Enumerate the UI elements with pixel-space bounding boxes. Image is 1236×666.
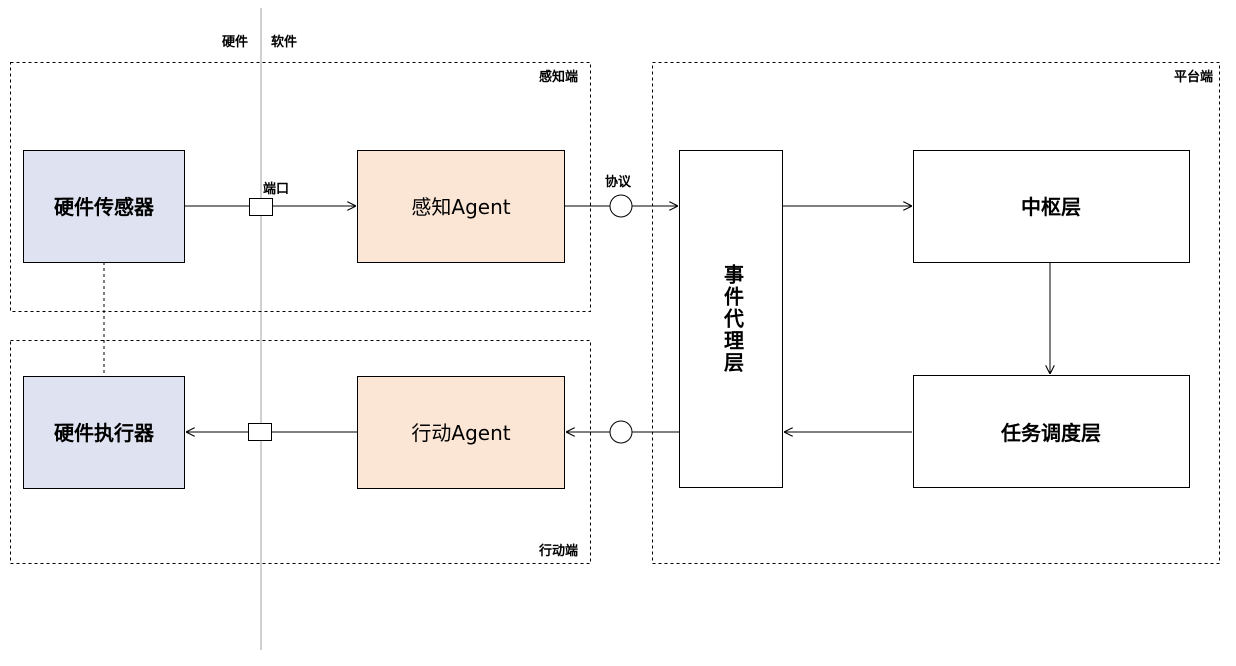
event-proxy-layer-box <box>679 150 783 488</box>
action-agent-box <box>357 376 565 489</box>
hub-layer-box <box>913 150 1190 263</box>
software-label: 软件 <box>271 34 297 50</box>
hardware-sensor-label: 硬件传感器 <box>54 195 155 219</box>
hardware-actuator-label: 硬件执行器 <box>54 421 155 445</box>
perception-zone <box>10 62 591 312</box>
perception-agent-label: 感知Agent <box>411 195 510 219</box>
hub-layer-label: 中枢层 <box>1021 195 1081 219</box>
hardware-actuator-box <box>23 376 185 489</box>
platform-zone-label: 平台端 <box>1174 69 1213 85</box>
task-scheduling-layer-box <box>913 375 1190 488</box>
port-label: 端口 <box>263 181 289 197</box>
action-zone-label: 行动端 <box>538 543 578 559</box>
task-scheduling-layer-label: 任务调度层 <box>1000 421 1101 445</box>
sensor-port <box>249 198 273 216</box>
action-protocol-interface <box>609 420 633 444</box>
platform-zone <box>652 62 1220 564</box>
event-proxy-layer-label: 事件代理层 <box>721 263 745 374</box>
perception-zone-label: 感知端 <box>539 69 578 85</box>
action-agent-label: 行动Agent <box>411 421 510 445</box>
actuator-port <box>248 423 272 441</box>
perception-agent-box <box>357 150 565 263</box>
protocol-label: 协议 <box>605 174 632 190</box>
perception-protocol-interface <box>609 194 633 218</box>
hardware-sensor-box <box>23 150 185 263</box>
action-zone <box>10 340 591 564</box>
hardware-label: 硬件 <box>222 34 248 50</box>
